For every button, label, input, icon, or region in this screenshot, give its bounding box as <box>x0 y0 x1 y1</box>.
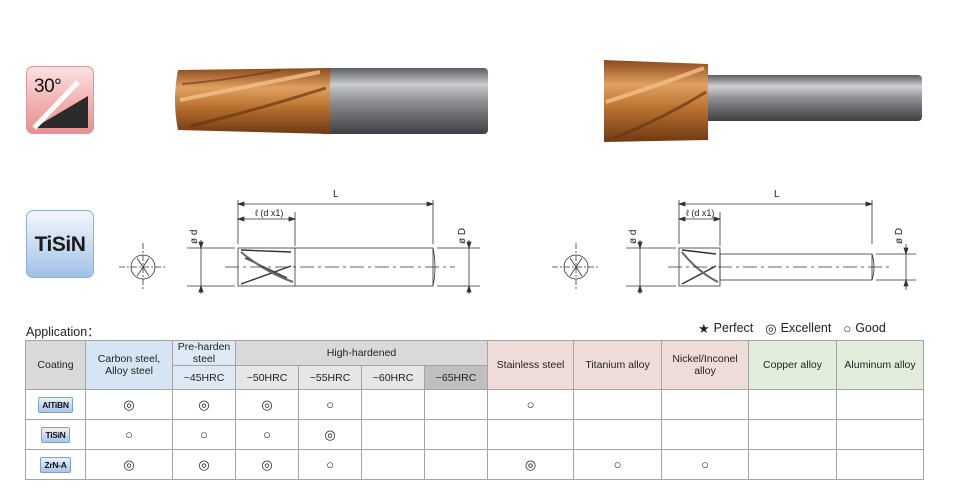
table-cell <box>573 389 663 420</box>
legend-perfect: ★ Perfect <box>698 321 753 335</box>
table-cell <box>836 389 925 420</box>
header-carbon-steel: Carbon steel, Alloy steel <box>85 340 173 390</box>
table-cell: ◎ <box>172 449 236 480</box>
legend-good: ○ Good <box>843 321 885 335</box>
end-mill-photo-right <box>604 60 922 142</box>
cutting-diameter-label-left: ø d <box>189 230 200 244</box>
shank-diameter-label-right: ø D <box>894 228 905 244</box>
helix-angle-label: 30° <box>34 76 62 97</box>
table-cell <box>748 419 838 450</box>
helix-angle-badge: 30° <box>26 66 94 134</box>
table-cell: ◎ <box>298 419 362 450</box>
table-cell <box>573 419 663 450</box>
table-cell: ○ <box>298 449 362 480</box>
header-hrc-45: ~45HRC <box>172 365 236 390</box>
length-label-left: L <box>333 189 339 200</box>
coating-badge-label: TiSiN <box>34 233 86 256</box>
table-row: TiSiN ○ ○ ○ ◎ <box>25 419 925 450</box>
table-cell <box>836 449 925 480</box>
legend-excellent: ◎ Excellent <box>765 321 831 335</box>
table-cell <box>661 419 750 450</box>
header-hrc-65: ~65HRC <box>423 365 489 390</box>
table-cell <box>361 389 425 420</box>
application-title: Application： <box>26 325 100 339</box>
table-cell <box>661 389 750 420</box>
length-label-right: L <box>774 189 780 200</box>
table-cell <box>423 419 489 450</box>
technical-drawing-right: L ℓ (d x1) ø d ø D <box>552 189 916 294</box>
legend-label: Perfect <box>713 321 754 335</box>
header-hrc-50: ~50HRC <box>235 365 299 390</box>
helix-angle-icon <box>32 80 88 130</box>
flute-length-label-right: ℓ (d x1) <box>686 208 714 218</box>
table-cell: ◎ <box>235 389 299 420</box>
table-cell <box>361 449 425 480</box>
table-cell: ◎ <box>85 389 173 420</box>
table-cell: ○ <box>235 419 299 450</box>
table-cell: ◎ <box>85 449 173 480</box>
table-cell <box>836 419 925 450</box>
table-cell <box>423 449 489 480</box>
circle-icon: ○ <box>843 320 852 336</box>
table-cell <box>748 449 838 480</box>
table-cell: ○ <box>172 419 236 450</box>
table-cell: ○ <box>487 389 575 420</box>
coating-chip-zrn-a: ZrN-A <box>40 456 71 473</box>
flute-length-label-left: ℓ (d x1) <box>255 208 283 218</box>
end-mill-photo-left <box>175 68 488 134</box>
table-row: AlTiBN ◎ ◎ ◎ ○ ○ <box>25 389 925 420</box>
application-table: Coating Carbon steel, Alloy steel Pre-ha… <box>25 340 925 480</box>
coating-chip-tisin: TiSiN <box>41 426 70 443</box>
header-hrc-55: ~55HRC <box>298 365 362 390</box>
header-high-hardened: High-hardened <box>234 340 489 366</box>
table-cell: ○ <box>85 419 173 450</box>
table-cell: ○ <box>661 449 750 480</box>
header-stainless: Stainless steel <box>487 340 575 390</box>
technical-drawing-left: L ℓ (d x1) ø d ø D <box>119 189 480 294</box>
table-cell: ◎ <box>235 449 299 480</box>
table-cell: ○ <box>298 389 362 420</box>
header-aluminum: Aluminum alloy <box>836 340 925 390</box>
coating-badge: TiSiN <box>26 210 94 278</box>
table-cell <box>423 389 489 420</box>
legend: ★ Perfect ◎ Excellent ○ Good <box>698 321 886 335</box>
coating-chip-altibn: AlTiBN <box>38 396 73 413</box>
header-copper: Copper alloy <box>748 340 838 390</box>
header-hrc-60: ~60HRC <box>361 365 425 390</box>
cutting-diameter-label-right: ø d <box>628 230 639 244</box>
table-row: ZrN-A ◎ ◎ ◎ ○ ◎ ○ ○ <box>25 449 925 480</box>
table-cell: ◎ <box>487 449 575 480</box>
header-coating: Coating <box>25 340 86 390</box>
header-titanium: Titanium alloy <box>573 340 663 390</box>
table-cell: ○ <box>573 449 663 480</box>
double-circle-icon: ◎ <box>765 320 777 336</box>
header-nickel: Nickel/Inconel alloy <box>661 340 750 390</box>
table-cell <box>487 419 575 450</box>
star-icon: ★ <box>698 320 710 336</box>
legend-label: Excellent <box>780 321 832 335</box>
table-cell: ◎ <box>172 389 236 420</box>
legend-label: Good <box>855 321 886 335</box>
header-pre-harden: Pre-harden steel <box>172 340 236 366</box>
shank-diameter-label-left: ø D <box>457 228 468 244</box>
table-cell <box>361 419 425 450</box>
table-cell <box>748 389 838 420</box>
